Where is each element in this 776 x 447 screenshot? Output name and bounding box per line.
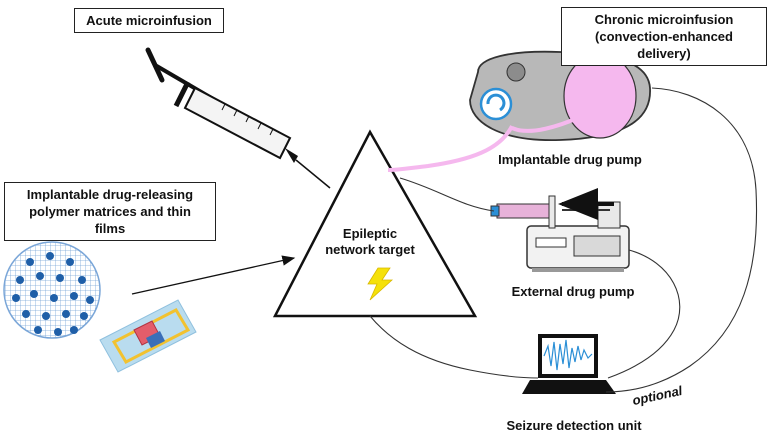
polymer-line-1: Implantable drug-releasing	[26, 187, 194, 202]
chronic-line-1: Chronic microinfusion	[594, 12, 734, 27]
seizure-detection-label: Seizure detection unit	[506, 418, 642, 433]
target-line-1: Epileptic	[342, 226, 398, 241]
catheter-tube	[387, 125, 514, 172]
chronic-microinfusion-label: Chronic microinfusion (convection-enhanc…	[561, 7, 767, 66]
polymer-matrix-disk	[3, 241, 101, 339]
film-to-target-arrow	[131, 255, 296, 295]
epileptic-network-triangle	[272, 129, 478, 318]
wire-head-to-laptop	[605, 87, 758, 393]
external-pump-label: External drug pump	[511, 284, 635, 299]
thin-film-icon	[99, 299, 197, 373]
epileptic-target-label: Epileptic network target	[320, 226, 420, 258]
polymer-matrices-label: Implantable drug-releasing polymer matri…	[4, 182, 216, 241]
acute-microinfusion-label: Acute microinfusion	[74, 8, 224, 33]
wire-pump-to-laptop	[607, 249, 681, 379]
external-pump-icon	[490, 188, 630, 272]
target-line-2: network target	[325, 242, 415, 257]
wire-target-to-pump	[399, 177, 495, 212]
chronic-line-2: (convection-enhanced delivery)	[595, 29, 733, 61]
laptop-icon	[522, 334, 616, 394]
wire-target-to-laptop	[369, 315, 539, 379]
rat-head-icon	[469, 50, 651, 141]
syringe-icon	[145, 47, 331, 189]
lightning-bolt-icon	[367, 267, 394, 301]
implanted-pump-icon	[479, 87, 513, 121]
polymer-line-2: polymer matrices and thin films	[29, 204, 191, 236]
implantable-pump-label: Implantable drug pump	[498, 152, 642, 167]
acute-microinfusion-text: Acute microinfusion	[86, 13, 212, 28]
